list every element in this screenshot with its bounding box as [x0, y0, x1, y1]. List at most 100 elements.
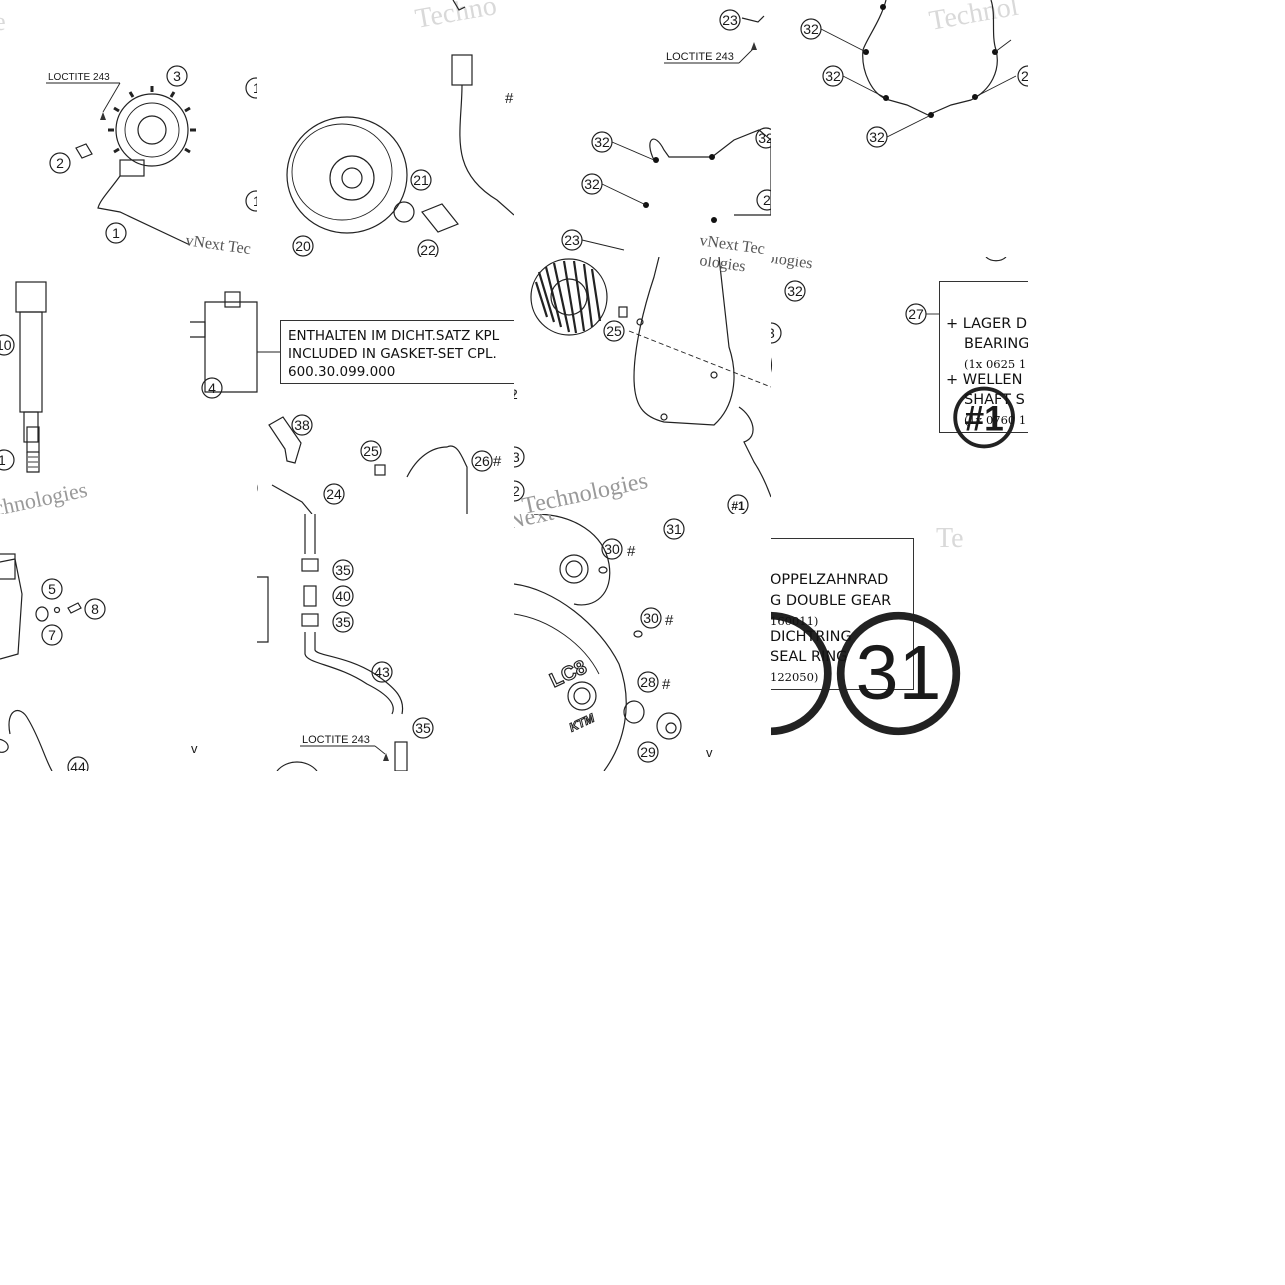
- tile-sprocket-sensor: Te LOCTITE 243 3 2 1 1 1 vNext Tec: [0, 0, 257, 257]
- callout-28: 28: [637, 671, 659, 693]
- stator-wire: [459, 84, 514, 216]
- spark-plug-icon: [26, 426, 40, 473]
- tile-bearing-note: ologies 32 3 27 Te #1 28 29 + LAGER D BE…: [771, 257, 1028, 514]
- svg-text:3: 3: [173, 68, 181, 84]
- svg-text:32: 32: [758, 130, 771, 146]
- tile-gasket-set: 38 34 24 26 # 25 ENTHALTEN IM DICHT.SATZ…: [257, 257, 514, 514]
- svg-text:31: 31: [666, 521, 682, 537]
- svg-text:32: 32: [787, 283, 803, 299]
- callout-32: 32: [866, 126, 888, 148]
- callout-3-partial: 3: [514, 446, 525, 468]
- callout-2: 2: [49, 152, 71, 174]
- hash-mark: #: [627, 543, 636, 560]
- loctite-drop-icon: [751, 42, 757, 50]
- callout-2-partial: 2: [1017, 65, 1028, 87]
- svg-text:30: 30: [643, 610, 659, 626]
- bearing-note: #1 28 29 + LAGER D BEARING (1x 0625 1 + …: [939, 281, 1028, 449]
- callout-35: 35: [412, 717, 434, 739]
- svg-text:43: 43: [374, 664, 390, 680]
- callout-40: 40: [332, 585, 354, 607]
- washer-icon: [598, 566, 608, 574]
- sensor-cable: [97, 175, 191, 246]
- callout-3: 3: [166, 65, 188, 87]
- gasket-set-note: ENTHALTEN IM DICHT.SATZ KPL INCLUDED IN …: [280, 320, 514, 384]
- hash-mark: #: [493, 453, 502, 470]
- callout-h1: #1: [953, 386, 1015, 449]
- svg-text:2: 2: [514, 386, 518, 402]
- gear-line1: OPPELZAHNRAD: [771, 572, 889, 588]
- svg-text:32: 32: [594, 134, 610, 150]
- dowel-pin-icon: [374, 464, 386, 476]
- svg-text:22: 22: [420, 242, 436, 257]
- callout-5: 5: [41, 578, 63, 600]
- svg-text:32: 32: [825, 68, 841, 84]
- cover-logo: LC8: [547, 656, 591, 692]
- flywheel-rotor-icon: [286, 116, 408, 234]
- svg-text:1: 1: [253, 193, 257, 209]
- loctite-drop-icon: [383, 753, 389, 761]
- svg-text:4: 4: [208, 380, 216, 396]
- callout-26: 26: [471, 450, 493, 472]
- watermark: Technologies: [520, 468, 650, 514]
- gasket-note-line2: INCLUDED IN GASKET-SET CPL.: [288, 346, 497, 362]
- hash-mark: #: [662, 676, 671, 693]
- callout-2-partial: 2: [514, 480, 525, 502]
- coolant-hose: [304, 632, 404, 715]
- callout-10: 10: [0, 334, 15, 356]
- svg-text:2: 2: [514, 483, 520, 499]
- o-ring-icon: [623, 700, 645, 724]
- svg-text:31: 31: [856, 630, 942, 716]
- gear-line2: G DOUBLE GEAR: [771, 593, 892, 609]
- svg-text:2: 2: [56, 155, 64, 171]
- callout-25: 25: [603, 320, 625, 342]
- cover-outline: [514, 583, 627, 771]
- plug-icon: [656, 712, 682, 740]
- callout-44: 44: [67, 756, 89, 771]
- callout-1: 1: [105, 222, 127, 244]
- tile-gasket-stator: 23 LOCTITE 243 32 32 32 23 23 vNext Tec: [514, 0, 771, 257]
- svg-text:30: 30: [604, 541, 620, 557]
- svg-text:1: 1: [112, 225, 120, 241]
- svg-text:35: 35: [335, 562, 351, 578]
- callout-32-partial: 32: [784, 280, 806, 302]
- watermark: ologies: [771, 257, 814, 272]
- svg-text:1: 1: [0, 452, 6, 468]
- clamp-icon: [301, 613, 319, 627]
- svg-text:28: 28: [640, 674, 656, 690]
- gasket-outline: [633, 257, 735, 426]
- bearing-note-drawing: ologies 32 3 27 Te: [771, 257, 1007, 373]
- bolt-icon: [67, 602, 82, 614]
- watermark: vNext Tec: [698, 232, 765, 257]
- bearing-line4: + WELLEN: [946, 372, 1023, 388]
- gasket-top-drawing: Technol 32 32 32 2: [800, 0, 1028, 148]
- tile-gasket-top: Technol 32 32 32 2: [771, 0, 1028, 257]
- svg-text:10: 10: [0, 337, 12, 353]
- callout-23: 23: [719, 9, 741, 31]
- callout-h1: #1: [727, 494, 749, 514]
- bolt-icon: [75, 143, 93, 159]
- clamp-icon: [301, 558, 319, 572]
- svg-text:35: 35: [335, 614, 351, 630]
- gasket-note-line3: 600.30.099.000: [288, 364, 396, 380]
- fitting-icon: [394, 741, 408, 771]
- pickup-drawing: 5 7 8 44 v: [0, 553, 198, 771]
- callout-4: 4: [201, 377, 223, 399]
- svg-text:3: 3: [771, 325, 775, 341]
- gasket-outline: [649, 129, 771, 216]
- svg-text:40: 40: [335, 588, 351, 604]
- callout-7: 7: [41, 624, 63, 646]
- svg-text:24: 24: [326, 486, 342, 502]
- callout-1-partial-b: 1: [245, 190, 257, 212]
- connector-plug: [451, 54, 473, 86]
- svg-text:23: 23: [564, 232, 580, 248]
- hose-icon: [8, 709, 53, 771]
- bearing-line5: SHAFT S: [964, 392, 1025, 408]
- gear-line6: 122050): [771, 670, 819, 684]
- callout-31: 31: [663, 518, 685, 540]
- svg-text:23: 23: [722, 12, 738, 28]
- sensor-icon: [303, 585, 317, 607]
- ignition-cover-drawing: LC8 KTM 31 30 # 30 # 28 # 29 v Next: [514, 514, 713, 771]
- callout-32: 32: [822, 65, 844, 87]
- bearing-line1: + LAGER D: [946, 316, 1028, 332]
- svg-text:20: 20: [295, 238, 311, 254]
